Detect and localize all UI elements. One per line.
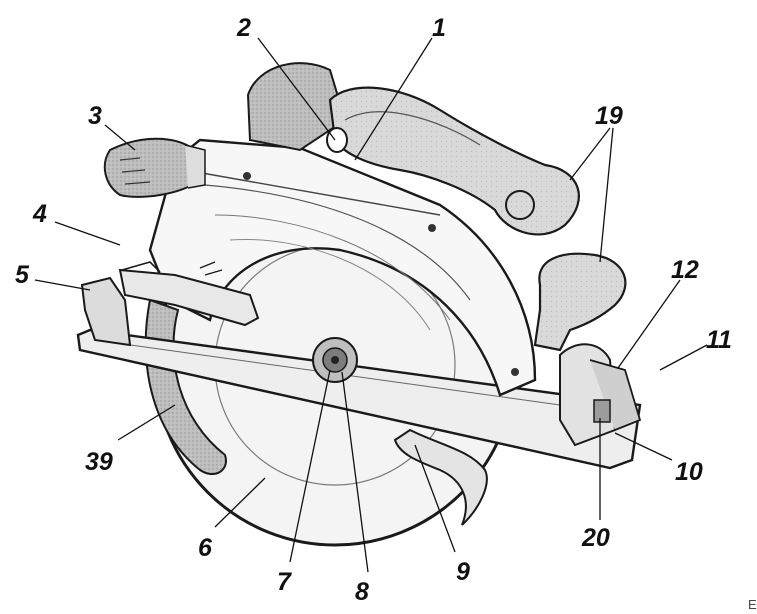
leader-7 bbox=[289, 369, 331, 563]
base-plate bbox=[76, 328, 642, 470]
callout-8: 8 bbox=[355, 578, 369, 606]
callout-19: 19 bbox=[595, 102, 623, 130]
dust-spout bbox=[103, 137, 206, 198]
leader-4 bbox=[54, 221, 121, 246]
main-handle bbox=[328, 86, 580, 236]
callout-2: 2 bbox=[236, 14, 251, 42]
callout-10: 10 bbox=[675, 458, 703, 486]
callout-5: 5 bbox=[15, 261, 30, 289]
callout-4: 4 bbox=[32, 200, 47, 228]
bevel-adjust-lever bbox=[118, 261, 260, 327]
leader-9 bbox=[414, 444, 456, 553]
leader-2 bbox=[257, 37, 336, 141]
callout-9: 9 bbox=[456, 558, 470, 586]
leader-10 bbox=[614, 432, 673, 461]
leader-8 bbox=[341, 371, 369, 573]
callout-39: 39 bbox=[85, 448, 113, 476]
leader-12 bbox=[617, 279, 681, 369]
leader-3 bbox=[104, 124, 136, 151]
leader-19b bbox=[599, 127, 614, 263]
upper-blade-guard bbox=[148, 138, 537, 397]
callout-12: 12 bbox=[671, 256, 699, 284]
leader-6 bbox=[214, 477, 266, 528]
leader-39 bbox=[117, 404, 176, 441]
callout-3: 3 bbox=[88, 102, 102, 130]
leader-11 bbox=[659, 344, 708, 371]
callout-11: 11 bbox=[706, 326, 732, 354]
rear-bevel-bracket bbox=[559, 343, 642, 447]
callout-labels: 1 2 3 4 5 6 7 8 9 10 11 12 19 20 39 bbox=[15, 14, 732, 606]
front-bevel-bracket bbox=[80, 276, 132, 347]
spindle-lock-button bbox=[326, 127, 348, 153]
front-handle bbox=[533, 252, 627, 352]
callout-7: 7 bbox=[277, 568, 292, 596]
leader-19a bbox=[569, 127, 611, 181]
corner-mark: E bbox=[748, 597, 757, 612]
leader-lines bbox=[34, 37, 708, 573]
leader-5 bbox=[34, 279, 91, 291]
leader-1 bbox=[354, 37, 433, 161]
callout-1: 1 bbox=[432, 14, 446, 42]
arbor-bolt bbox=[312, 337, 358, 383]
callout-20: 20 bbox=[581, 524, 610, 552]
callout-6: 6 bbox=[198, 534, 213, 562]
